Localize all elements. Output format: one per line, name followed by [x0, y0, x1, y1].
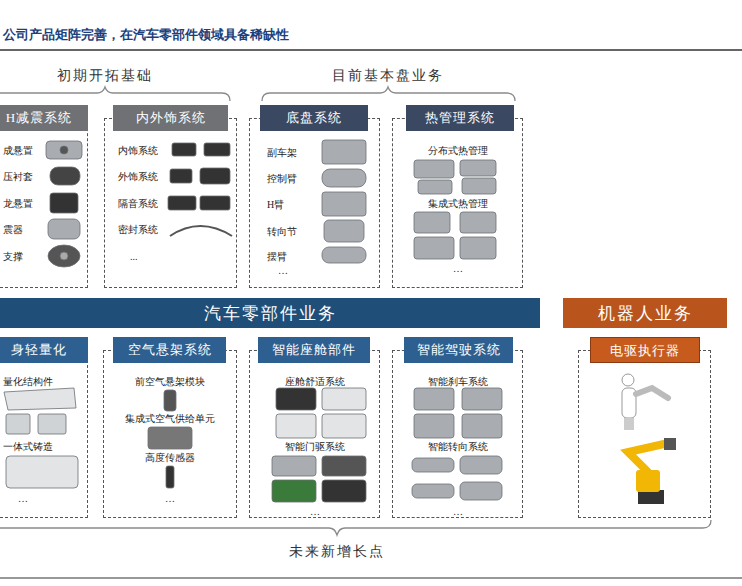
item-label: 支撑 [3, 250, 23, 263]
item-label: … [453, 505, 463, 518]
item-label: 高度传感器 [145, 451, 195, 464]
item-label: 集成式热管理 [428, 197, 488, 210]
panel-header: 智能驾驶系统 [404, 337, 513, 363]
business-band: 汽车零部件业务 [0, 298, 540, 328]
item-label: … [453, 262, 463, 275]
product-panel: 智能驾驶系统智能刹车系统智能转向系统… [392, 350, 523, 518]
group-label: 未来新增长点 [289, 543, 385, 561]
item-label: … [165, 492, 175, 505]
product-panel: 身轻量化量化结构件一体式铸造… [0, 350, 88, 518]
panel-header: 智能座舱部件 [258, 337, 370, 363]
item-label: 内饰系统 [118, 144, 158, 157]
product-panel: 电驱执行器 [578, 350, 711, 518]
product-panel: 内外饰系统内饰系统外饰系统隔音系统密封系统... [104, 118, 237, 288]
item-label: 密封系统 [118, 223, 158, 236]
item-label: 智能刹车系统 [428, 375, 488, 388]
product-panel: H减震系统成悬置压衬套龙悬置震器支撑 [0, 118, 88, 288]
item-label: 一体式铸造 [3, 440, 53, 453]
item-label: 成悬置 [3, 144, 33, 157]
item-label: 集成式空气供给单元 [125, 412, 215, 425]
item-label: … [278, 264, 288, 277]
brackets [0, 87, 711, 535]
band-label: 机器人业务 [598, 302, 693, 325]
item-label: 控制臂 [267, 172, 297, 185]
figure-title: 公司产品矩阵完善，在汽车零部件领域具备稀缺性 [3, 27, 289, 43]
product-panel: 热管理系统分布式热管理集成式热管理… [392, 118, 523, 288]
frame-lines [0, 50, 742, 578]
item-label: H臂 [267, 198, 284, 211]
robot-figures [622, 374, 676, 504]
panel-header: 内外饰系统 [113, 105, 228, 131]
panel-header: 空气悬架系统 [113, 337, 226, 363]
item-label: 前空气悬架模块 [135, 375, 205, 388]
product-panel: 底盘系统副车架控制臂H臂转向节摆臂… [249, 118, 380, 288]
item-label: 座舱舒适系统 [285, 375, 345, 388]
item-label: 智能门驱系统 [285, 440, 345, 453]
item-label: 外饰系统 [118, 170, 158, 183]
item-label: 副车架 [267, 146, 297, 159]
item-label: 摆臂 [267, 250, 287, 263]
item-label: 压衬套 [3, 170, 33, 183]
panel-header: 热管理系统 [406, 105, 514, 131]
item-label: 智能转向系统 [428, 440, 488, 453]
product-panel: 空气悬架系统前空气悬架模块集成式空气供给单元高度传感器… [103, 350, 237, 518]
item-label: 分布式热管理 [428, 144, 488, 157]
item-label: 震器 [3, 223, 23, 236]
item-label: 量化结构件 [3, 375, 53, 388]
panel-header: 电驱执行器 [590, 337, 700, 363]
item-label: ... [130, 250, 138, 263]
business-band: 机器人业务 [563, 298, 727, 328]
item-label: … [310, 505, 320, 518]
product-panel: 智能座舱部件座舱舒适系统智能门驱系统… [249, 350, 380, 518]
item-label: 龙悬置 [3, 197, 33, 210]
panel-header: 底盘系统 [260, 105, 368, 131]
item-label: … [18, 492, 28, 505]
panel-header: H减震系统 [0, 105, 88, 131]
panel-header: 身轻量化 [0, 337, 88, 363]
band-label: 汽车零部件业务 [204, 302, 337, 325]
item-label: 隔音系统 [118, 197, 158, 210]
item-label: 转向节 [267, 225, 297, 238]
group-label: 目前基本盘业务 [332, 67, 444, 85]
group-label: 初期开拓基础 [57, 67, 153, 85]
